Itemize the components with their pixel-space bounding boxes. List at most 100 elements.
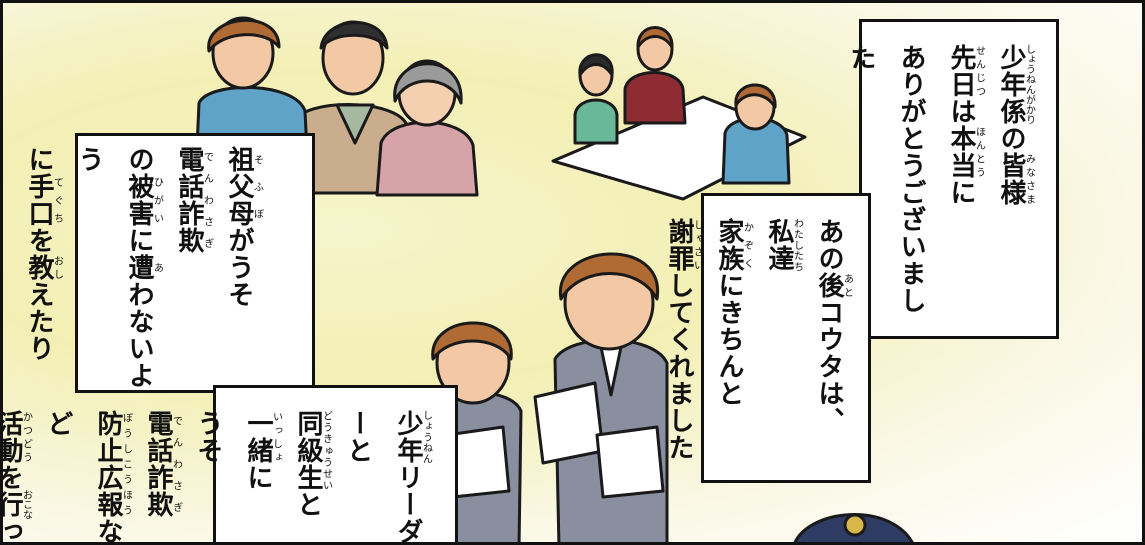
caption-line: に手口てぐちを教おしえたり (14, 146, 64, 390)
ruby-word: 祖父母そふぼ (224, 146, 263, 227)
furigana: ひがい (151, 173, 163, 227)
caption-text: に (946, 179, 976, 206)
furigana: かぞく (741, 218, 753, 272)
ruby-base: 防止広報 (93, 410, 123, 518)
caption-text: の (124, 146, 154, 173)
caption-text: わないよう (74, 146, 154, 389)
furigana: あ (151, 254, 163, 281)
grandmother-cardigan (375, 120, 479, 197)
ruby-base: 一緒 (243, 410, 273, 464)
caption-line: 少年係しょうねんがかりの皆様みなさま (986, 44, 1036, 336)
apology-caption: あの後あとコウタは、私達わたしたち家族かぞくにきちんと謝罪しゃざいしてくれました (664, 193, 871, 483)
caption-text: してくれました (664, 272, 694, 461)
ruby-word: 教おし (24, 254, 63, 281)
caption-text: に (124, 227, 154, 254)
ruby-base: 祖父母 (224, 146, 254, 227)
caption-line: 防止広報ぼうしこうほうなど (33, 410, 133, 545)
caption-text: あの (814, 218, 844, 272)
caption-text: にきちんと (714, 272, 744, 407)
furigana: かつどう (20, 410, 32, 464)
caption-line: 活動かつどうを行おこなって (0, 410, 33, 545)
furigana: てぐち (51, 173, 63, 227)
caption-text: ありがとうございました (846, 44, 926, 314)
caption-text: を (0, 464, 23, 491)
ruby-base: 電話詐欺 (143, 410, 173, 518)
ruby-base: 少年係 (996, 44, 1026, 125)
ruby-base: 活動 (0, 410, 23, 464)
caption-text: って (0, 518, 23, 545)
caption-line: 少年しょうねんリーダーと (333, 410, 433, 545)
furigana: でんわさぎ (201, 146, 213, 254)
furigana: わたしたち (791, 218, 803, 272)
caption-text: えたり (24, 281, 54, 362)
caption-line: 謝罪しゃざいしてくれました (654, 218, 704, 480)
caption-text: に (243, 464, 273, 491)
ruby-base: 電話詐欺 (174, 146, 204, 254)
ruby-word: 少年係しょうねんがかり (996, 44, 1035, 125)
ruby-word: 電話詐欺でんわさぎ (174, 146, 213, 254)
caption-text: と (293, 491, 323, 518)
furigana: でんわさぎ (170, 410, 182, 518)
caption-text: うそ (193, 410, 223, 464)
ruby-word: 先日せんじつ (946, 44, 985, 98)
furigana: おこな (20, 489, 32, 520)
ruby-word: 私達わたしたち (764, 218, 803, 272)
furigana: しゃざい (691, 218, 703, 272)
ruby-word: 防止広報ぼうしこうほう (93, 410, 132, 518)
ruby-word: 電話詐欺でんわさぎ (143, 410, 182, 518)
ruby-word: 行おこな (0, 489, 32, 520)
caption-text: に (24, 146, 54, 173)
caption-text: リーダーと (343, 410, 423, 545)
furigana: どうきゅうせい (320, 410, 332, 491)
caption-line: 同級生どうきゅうせいと一緒いっしょに (233, 410, 333, 542)
ruby-base: 少年 (393, 410, 423, 464)
ruby-word: 被害ひがい (124, 173, 163, 227)
ruby-base: 教 (24, 254, 54, 281)
furigana: しょうねんがかり (1023, 44, 1035, 125)
ruby-word: 手口てぐち (24, 173, 63, 227)
ruby-base: 後 (814, 272, 844, 299)
meeting-scene (551, 26, 807, 201)
furigana: そふぼ (251, 146, 263, 227)
furigana: いっしょ (270, 410, 282, 464)
ruby-base: 私達 (764, 218, 794, 272)
ruby-word: 同級生どうきゅうせい (293, 410, 332, 491)
ruby-base: 遭 (124, 254, 154, 281)
furigana: あと (841, 272, 853, 299)
ruby-word: 本当ほんとう (946, 125, 985, 179)
ruby-word: 一緒いっしょ (243, 410, 282, 464)
furigana: みなさま (1023, 152, 1035, 206)
ruby-base: 行 (0, 489, 23, 520)
caption-text: コウタは、 (814, 299, 844, 434)
ruby-word: 遭あ (124, 254, 163, 281)
caption-line: 祖父母そふぼがうそ電話詐欺でんわさぎ (164, 146, 264, 390)
furigana: ほんとう (973, 125, 985, 179)
grandfather-figure (291, 20, 417, 195)
caption-line: ありがとうございました (836, 44, 936, 336)
thanks-caption: 少年係しょうねんがかりの皆様みなさま先日せんじつは本当ほんとうにありがとうござい… (846, 19, 1059, 339)
furigana: おし (51, 254, 63, 281)
ruby-word: 家族かぞく (714, 218, 753, 272)
flyer-papers (533, 381, 605, 465)
ruby-word: 謝罪しゃざい (664, 218, 703, 272)
ruby-base: 同級生 (293, 410, 323, 491)
ruby-base: 家族 (714, 218, 744, 272)
ruby-base: 謝罪 (664, 218, 694, 272)
ruby-word: 後あと (814, 272, 853, 299)
grandmother-figure (375, 59, 479, 197)
caption-line: 家族かぞくにきちんと (704, 218, 754, 480)
ruby-base: 皆様 (996, 152, 1026, 206)
caption-line: 先日せんじつは本当ほんとうに (936, 44, 986, 336)
ruby-word: 少年しょうねん (393, 410, 432, 464)
caption-text: がうそ (224, 227, 254, 308)
smiling-boy-figure (533, 252, 669, 542)
caption-line: の被害ひがいに遭あわないよう (64, 146, 164, 390)
caption-line: うそ電話詐欺でんわさぎ (133, 410, 233, 542)
ruby-base: 先日 (946, 44, 976, 98)
ruby-base: 手口 (24, 173, 54, 227)
caption-text: など (43, 410, 123, 545)
caption-text: を (24, 227, 54, 254)
furigana: ぼうしこうほう (120, 410, 132, 518)
ruby-word: 皆様みなさま (996, 152, 1035, 206)
